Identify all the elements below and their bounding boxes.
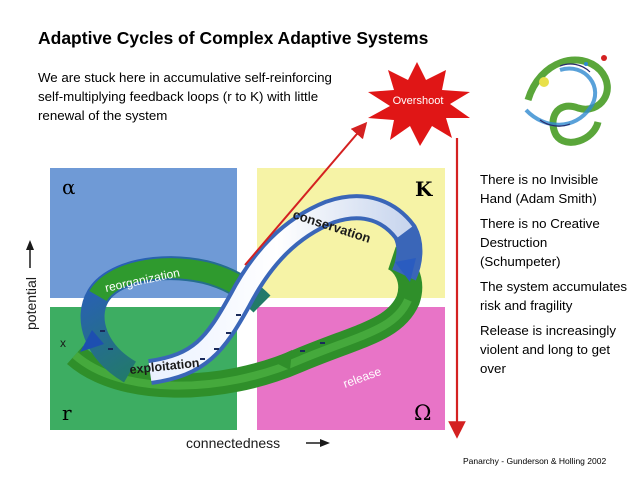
y-axis-label: potential [23,277,39,330]
overshoot-starburst [368,62,470,146]
flow-dashes [100,314,325,360]
slide-title: Adaptive Cycles of Complex Adaptive Syst… [38,28,429,48]
note-invisible-hand: There is no Invisible Hand (Adam Smith) [480,172,599,206]
overshoot-label: Overshoot [393,95,444,107]
y-axis-arrowhead [26,240,34,250]
loop-arrowhead-left [80,330,104,352]
loop-arrowhead-right [395,258,416,282]
quadrant-k-label: K [415,177,433,201]
panarchy-thumbnail [524,55,611,146]
note-risk-fragility: The system accumulates risk and fragilit… [480,279,628,313]
loop-arrowhead-bottom [270,350,292,370]
note-release-violent: Release is increasingly violent and long… [480,323,616,376]
quadrant-omega-label: Ω [414,401,431,425]
quadrant-alpha-label: α [62,175,76,199]
origin-marker: x [60,336,66,350]
note-creative-destruction: There is no Creative Destruction (Schump… [480,216,600,269]
credit-text: Panarchy - Gunderson & Holling 2002 [463,456,607,466]
notes-list: There is no Invisible Hand (Adam Smith) … [480,170,630,378]
x-axis-arrowhead [320,439,330,447]
intro-text: We are stuck here in accumulative self-r… [38,70,332,123]
quadrant-r-label: r [62,401,72,425]
overshoot-arrow [244,121,368,266]
x-axis-label: connectedness [186,435,280,451]
conservation-band-inner [148,198,413,381]
